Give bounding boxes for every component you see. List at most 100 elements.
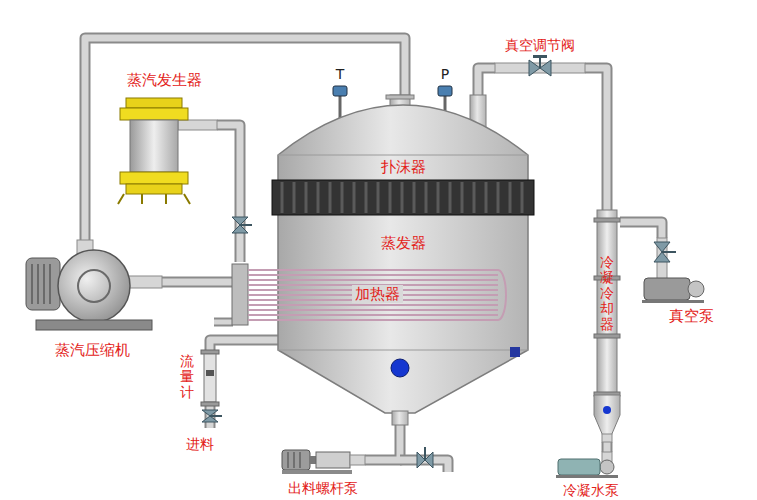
pipe-line-part [217, 125, 240, 262]
instrument-tag: T [336, 66, 345, 82]
steam-compressor-outline-part [58, 250, 130, 322]
pipe-line-part [478, 68, 495, 95]
demister-band-outline-part [353, 182, 356, 213]
condenser-column-outline-part [603, 406, 611, 414]
demister-band-outline-part [281, 182, 284, 213]
steam-compressor-outline-part [36, 320, 152, 330]
heater-coil-outline-part [248, 274, 498, 276]
condenser-column-outline-part [602, 434, 612, 442]
demister-band-outline-part [389, 182, 392, 213]
pipe-line-part [604, 442, 611, 452]
part-label-holder: 真空泵 [658, 306, 725, 325]
part-label-holder: 冷凝水泵 [550, 480, 632, 499]
part-label-holder: 扑沫器 [278, 157, 528, 176]
equipment-details-part [333, 86, 347, 96]
flow-meter-outline-part [206, 370, 214, 376]
equipment-details-part [424, 447, 426, 460]
steam-compressor-outline-part [32, 264, 50, 304]
demister-band-outline-part [497, 182, 500, 213]
steam-compressor: 蒸汽压缩机 [22, 240, 162, 362]
instrument-tag-holder: T [330, 64, 350, 83]
steam-compressor-outline-part [78, 270, 110, 302]
inlet-label: 进料 [186, 436, 214, 452]
vacuum-pump-outline-part [662, 251, 676, 253]
demister-band-outline-part [413, 182, 416, 213]
vacuum-pump-outline-part [642, 300, 704, 303]
equipment-details-part [214, 320, 233, 325]
equipment-details-part [214, 318, 233, 327]
steam-generator-outline-part [120, 108, 188, 120]
part-label-holder: 蒸发器 [278, 233, 528, 252]
steam-compressor-outline-part [26, 258, 60, 310]
screw-pump-outline-part [282, 450, 310, 470]
condensate-pump-outline-part [556, 475, 618, 478]
demister-band-outline-part [377, 182, 380, 213]
screw-pump-outline-part [310, 456, 316, 464]
equipment-details-part [339, 96, 342, 120]
heater-coil: 加热器 [232, 262, 522, 327]
flow-meter-outline-part [201, 350, 219, 354]
evaporator-vessel: 蒸发器 扑沫器加热器 [278, 95, 528, 425]
evaporator-vessel-outline-part [392, 411, 408, 425]
heater-coil-outline-part [248, 304, 498, 306]
pipe-line [585, 68, 607, 210]
part-label-holder: 真空调节阀 [495, 35, 585, 54]
heater-coil-outline-part [232, 264, 248, 325]
condenser-column-outline-part [594, 395, 620, 436]
part-label: 真空调节阀 [505, 37, 575, 53]
steam-generator-outline-part [118, 194, 190, 204]
pipe-line [365, 425, 400, 460]
steam-generator-outline [112, 70, 217, 205]
screw-pump: 出料螺杆泵 [280, 447, 365, 499]
steam-generator-outline-part [130, 120, 178, 172]
screw-pump-outline-part [288, 452, 300, 468]
part-label-holder: 蒸汽压缩机 [22, 340, 162, 359]
pipe-line-part [210, 340, 278, 350]
evaporator-vessel-outline-part [278, 155, 528, 156]
pipe-line-part [585, 68, 607, 210]
part-label: 扑沫器 [381, 158, 426, 176]
vacuum-valve-outline-part [533, 55, 547, 58]
heater-coil-outline-part [498, 270, 506, 320]
part-label-holder: 加热器 [232, 284, 522, 303]
part-label: 流量计 [180, 354, 194, 400]
evaporator-vessel-outline [278, 95, 528, 425]
flow-meter: 流量计 [176, 350, 222, 410]
part-label-holder: 流量计 [178, 354, 196, 400]
part-label-holder: 出料螺杆泵 [280, 478, 365, 497]
screw-pump-outline-part [350, 455, 365, 465]
equipment-details-part [240, 224, 252, 226]
pipe-line [162, 282, 232, 283]
part-label: 冷凝冷却器 [600, 255, 614, 332]
pipe-line-part [365, 425, 400, 460]
steam-generator-outline-part [120, 172, 188, 184]
pipe-line [620, 222, 662, 238]
demister-band-outline-part [305, 182, 308, 213]
pipe-line-part [620, 222, 662, 238]
equipment-details-part [438, 86, 452, 96]
part-label-holder: 蒸汽发生器 [112, 70, 217, 89]
part-label: 蒸发器 [381, 234, 426, 252]
steam-generator-outline-part [126, 184, 182, 194]
equipment-details-part [210, 415, 222, 417]
heater-coil-outline-part [248, 269, 498, 271]
demister-band-outline-part [425, 182, 428, 213]
flow-meter-outline-part [204, 354, 216, 402]
instrument-tag-holder: P [435, 64, 455, 83]
evaporator-vessel-outline-part [391, 359, 409, 377]
vacuum-valve: 真空调节阀 [495, 35, 585, 80]
equipment-details-part [400, 460, 448, 472]
part-label: 蒸汽压缩机 [55, 341, 130, 359]
part-label: 加热器 [352, 285, 403, 303]
demister-band-outline-part [365, 182, 368, 213]
demister-band-outline-part [473, 182, 476, 213]
condensate-pump: 冷凝水泵 [550, 452, 632, 500]
instrument-tag: P [441, 66, 449, 82]
pipe-line-part [602, 442, 613, 452]
demister-band-outline-part [449, 182, 452, 213]
pipe-line-part [585, 68, 607, 210]
heater-coil-outline-part [248, 309, 498, 311]
condenser-column-outline-part [594, 334, 620, 338]
condenser-column-outline-part [597, 210, 617, 395]
evaporator-vessel-outline-part [386, 95, 414, 99]
